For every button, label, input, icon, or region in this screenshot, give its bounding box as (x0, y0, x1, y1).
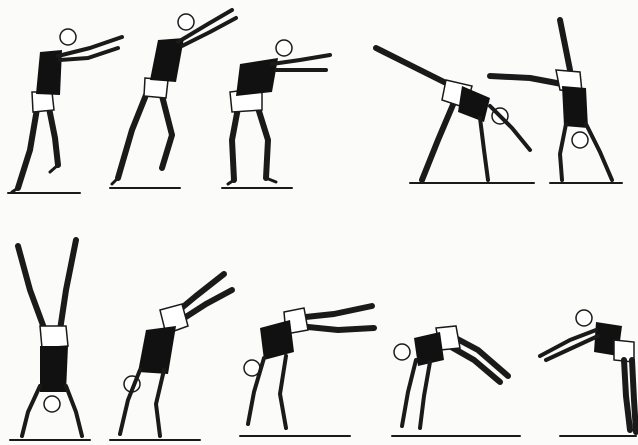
figure-2-lunge (110, 10, 236, 188)
figure-1-step (8, 29, 122, 193)
figure-8-walkover (240, 306, 374, 436)
figure-10-landing (540, 310, 636, 436)
figure-5-handstand-split (490, 20, 622, 183)
figure-4-cartwheel (376, 48, 534, 183)
figure-9-bridge (392, 326, 520, 436)
figure-7-handspring (110, 274, 232, 440)
figure-3-crouch (222, 40, 330, 188)
figure-6-handstand (10, 240, 90, 440)
